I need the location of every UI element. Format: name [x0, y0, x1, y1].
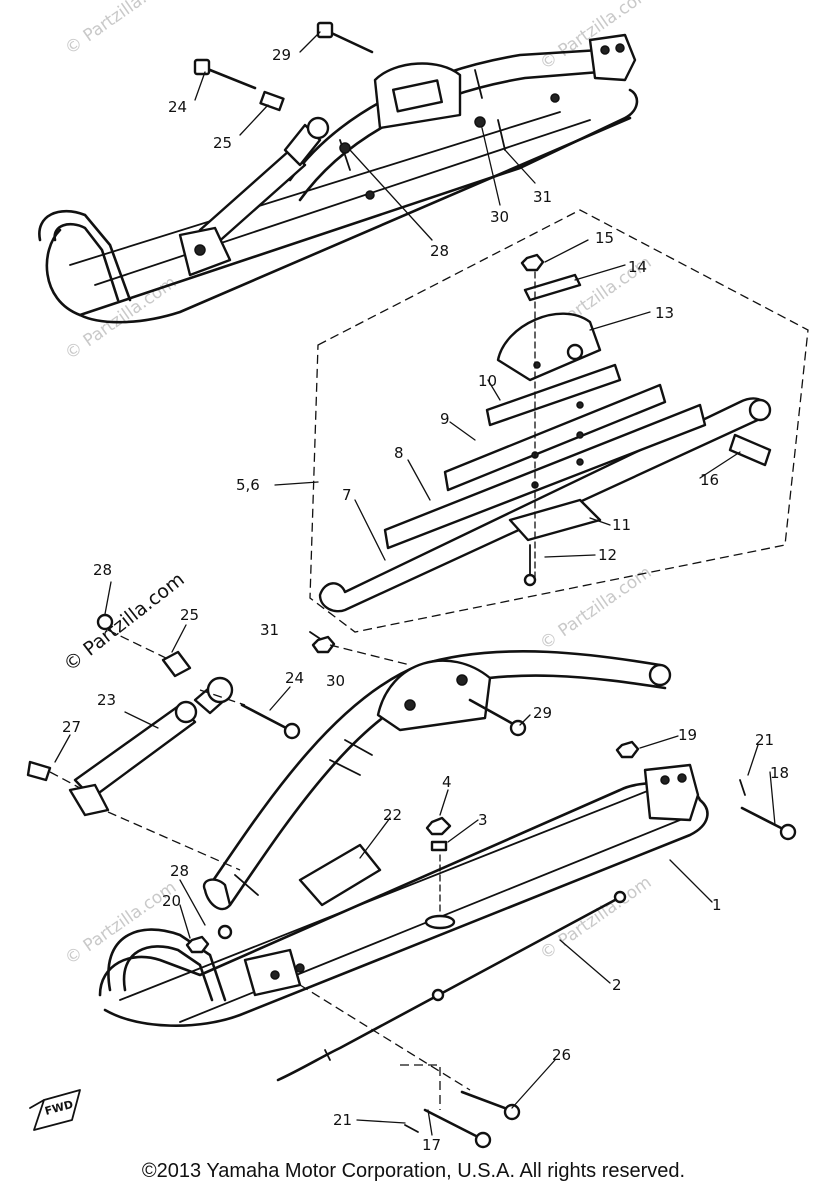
callout-11: 11: [612, 516, 631, 534]
callout-29: 29: [272, 46, 291, 64]
callout-23: 23: [97, 691, 116, 709]
callout-15: 15: [595, 229, 614, 247]
watermark: © Partzilla.com: [536, 872, 655, 964]
callout-4: 4: [442, 773, 452, 791]
fwd-arrow-icon: FWD: [29, 1089, 81, 1131]
callout-28: 28: [93, 561, 112, 579]
callout-21: 21: [333, 1111, 352, 1129]
upper-ski-assembly: [38, 21, 639, 324]
callout-28: 28: [430, 242, 449, 260]
callout-14: 14: [628, 258, 647, 276]
callout-7: 7: [342, 486, 352, 504]
callout-10: 10: [478, 372, 497, 390]
callout-31: 31: [260, 621, 279, 639]
callout-18: 18: [770, 764, 789, 782]
watermark: © Partzilla.com: [536, 562, 655, 654]
callout-30: 30: [326, 672, 345, 690]
callout-24: 24: [168, 98, 187, 116]
callout-20: 20: [162, 892, 181, 910]
callout-30: 30: [490, 208, 509, 226]
callout-26: 26: [552, 1046, 571, 1064]
ski-assembly-drawing: © Partzilla.com © Partzilla.com © Partzi…: [26, 0, 809, 1154]
leaf-spring-exploded: [274, 209, 809, 633]
callout-5-6: 5,6: [236, 476, 260, 494]
lower-ski-exploded: [26, 581, 797, 1149]
callout-2: 2: [612, 976, 622, 994]
callout-13: 13: [655, 304, 674, 322]
callout-1: 1: [712, 896, 722, 914]
callout-17: 17: [422, 1136, 441, 1154]
callout-25: 25: [213, 134, 232, 152]
callout-27: 27: [62, 718, 81, 736]
callout-29: 29: [533, 704, 552, 722]
lower-callouts: 28 25 31 30 24 23 27 29 19 21 18 4 3 22 …: [62, 561, 789, 1154]
callout-9: 9: [440, 410, 450, 428]
callout-25: 25: [180, 606, 199, 624]
callout-19: 19: [678, 726, 697, 744]
exploded-callouts: 15 14 13 10 9 8 7 5,6 11 12 16: [236, 229, 719, 564]
watermark: © Partzilla.com: [61, 0, 180, 59]
copyright-notice: ©2013 Yamaha Motor Corporation, U.S.A. A…: [141, 1160, 686, 1182]
callout-8: 8: [394, 444, 404, 462]
callout-31: 31: [533, 188, 552, 206]
callout-3: 3: [478, 811, 488, 829]
callout-24: 24: [285, 669, 304, 687]
callout-21: 21: [755, 731, 774, 749]
callout-28: 28: [170, 862, 189, 880]
upper-callouts: 24 25 29 28 30 31: [168, 46, 552, 260]
callout-16: 16: [700, 471, 719, 489]
callout-22: 22: [383, 806, 402, 824]
callout-12: 12: [598, 546, 617, 564]
